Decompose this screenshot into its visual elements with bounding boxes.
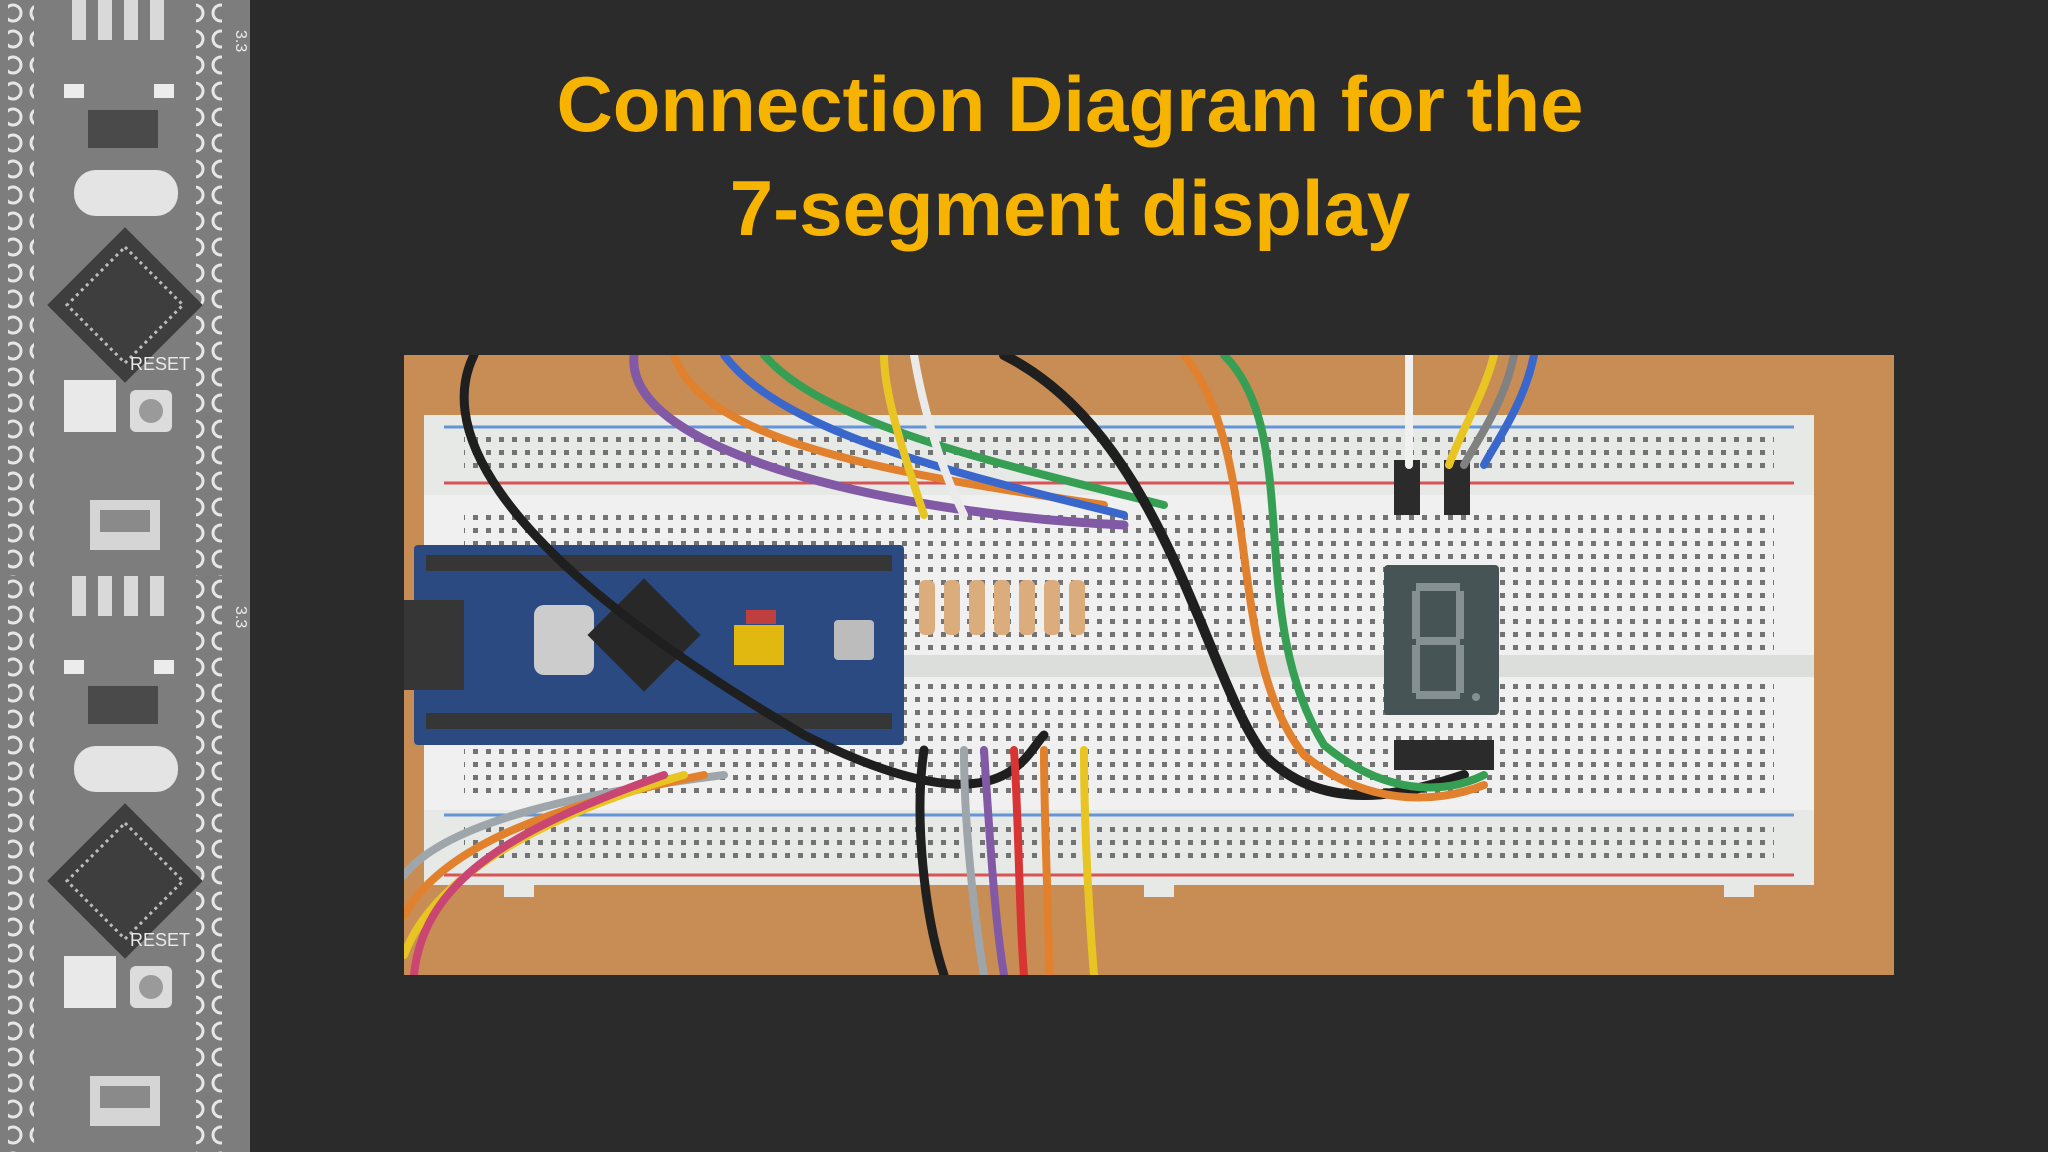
slide-title: Connection Diagram for the 7-segment dis… bbox=[250, 52, 1890, 260]
jumper-wires bbox=[404, 355, 1538, 975]
resistor-array bbox=[919, 580, 1085, 635]
power-pin-label: 3.3 bbox=[232, 30, 249, 52]
breadboard bbox=[424, 415, 1814, 897]
title-line-1: Connection Diagram for the bbox=[556, 60, 1584, 148]
sidebar-board-graphic: RESET RESET 3.3 3.3 bbox=[0, 0, 250, 1152]
title-line-2: 7-segment display bbox=[729, 164, 1411, 252]
power-pin-label-lower: 3.3 bbox=[232, 606, 249, 628]
stm32-blue-pill-board-icon: RESET RESET 3.3 3.3 bbox=[0, 0, 250, 1152]
seven-segment-display-icon bbox=[1384, 460, 1499, 770]
reset-label-lower: RESET bbox=[130, 930, 190, 950]
reset-label: RESET bbox=[130, 354, 190, 374]
breadboard-circuit-photo bbox=[404, 355, 1894, 975]
